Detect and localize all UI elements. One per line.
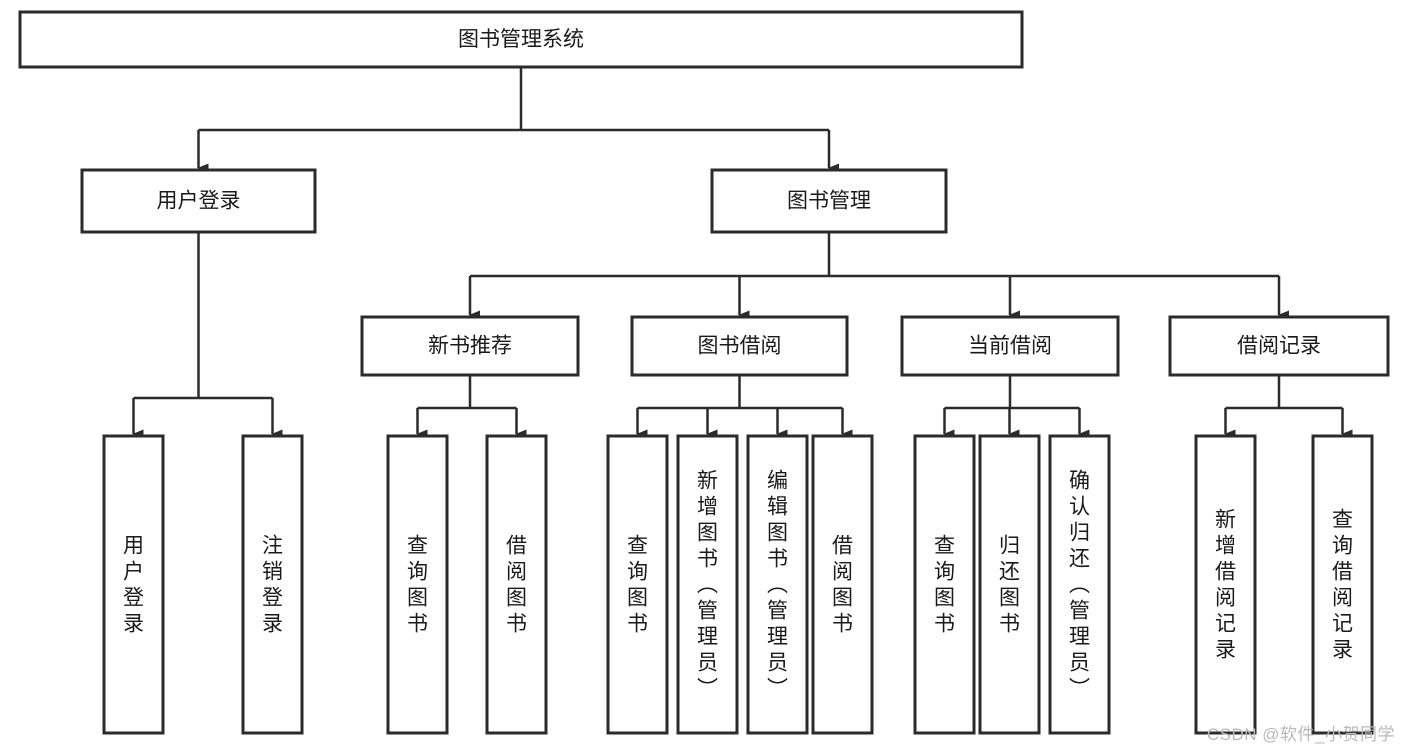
leaf-node-label: 查询图书 — [934, 535, 955, 636]
leaf-node-label: 归还图书 — [999, 535, 1020, 636]
leaf-node-label: 新增图书︵管理员︶ — [697, 470, 718, 701]
level2-node-2[interactable]: 图书管理 — [710, 168, 948, 234]
leaf-node-8[interactable]: 借阅图书 — [811, 434, 874, 735]
leaf-node-label: 编辑图书︵管理员︶ — [767, 470, 788, 701]
leaf-node-box[interactable] — [102, 434, 165, 735]
level3-node-4[interactable]: 借阅记录 — [1168, 315, 1390, 377]
leaf-node-box[interactable] — [241, 434, 304, 735]
level2-node-box[interactable] — [80, 168, 317, 234]
leaf-node-2[interactable]: 注销登录 — [241, 434, 304, 735]
level2-node-box[interactable] — [710, 168, 948, 234]
level3-node-label: 借阅记录 — [1237, 335, 1321, 358]
level2-node-label: 用户登录 — [157, 190, 241, 213]
level3-node-2[interactable]: 图书借阅 — [630, 315, 849, 377]
leaf-node-label: 新增借阅记录 — [1215, 509, 1236, 662]
leaf-node-3[interactable]: 查询图书 — [386, 434, 449, 735]
leaf-node-9[interactable]: 查询图书 — [913, 434, 976, 735]
leaf-node-label: 查询图书 — [407, 535, 428, 636]
leaf-node-6[interactable]: 新增图书︵管理员︶ — [676, 434, 739, 735]
leaf-node-4[interactable]: 借阅图书 — [485, 434, 548, 735]
level2-node-label: 图书管理 — [787, 190, 871, 213]
leaf-node-box[interactable] — [913, 434, 976, 735]
level3-node-box[interactable] — [900, 315, 1120, 377]
level3-node-1[interactable]: 新书推荐 — [360, 315, 580, 377]
leaf-node-box[interactable] — [1311, 434, 1374, 735]
leaf-node-label: 借阅图书 — [832, 535, 853, 636]
leaf-node-box[interactable] — [386, 434, 449, 735]
connector-lines — [132, 67, 1353, 439]
level2-node-1[interactable]: 用户登录 — [80, 168, 317, 234]
level3-node-label: 当前借阅 — [968, 335, 1052, 358]
leaf-node-13[interactable]: 查询借阅记录 — [1311, 434, 1374, 735]
leaf-node-1[interactable]: 用户登录 — [102, 434, 165, 735]
leaf-node-11[interactable]: 确认归还︵管理员︶ — [1048, 434, 1111, 735]
leaf-node-label: 用户登录 — [123, 535, 144, 636]
leaf-node-box[interactable] — [606, 434, 669, 735]
level3-node-label: 新书推荐 — [428, 335, 512, 358]
leaf-node-box[interactable] — [1194, 434, 1257, 735]
leaf-node-label: 借阅图书 — [506, 535, 527, 636]
level3-node-box[interactable] — [630, 315, 849, 377]
leaf-node-7[interactable]: 编辑图书︵管理员︶ — [746, 434, 809, 735]
level3-node-box[interactable] — [1168, 315, 1390, 377]
leaf-node-box[interactable] — [811, 434, 874, 735]
leaf-node-label: 确认归还︵管理员︶ — [1069, 470, 1090, 701]
root-node-box[interactable] — [18, 10, 1024, 69]
watermark-text: CSDN @软件_小贺同学 — [1206, 725, 1395, 744]
level3-node-label: 图书借阅 — [698, 335, 782, 358]
leaf-node-box[interactable] — [676, 434, 739, 735]
leaf-node-box[interactable] — [746, 434, 809, 735]
root-node-1[interactable]: 图书管理系统 — [18, 10, 1024, 69]
root-node-label: 图书管理系统 — [458, 28, 584, 51]
level3-node-box[interactable] — [360, 315, 580, 377]
leaf-node-label: 查询借阅记录 — [1332, 509, 1353, 662]
level3-node-3[interactable]: 当前借阅 — [900, 315, 1120, 377]
leaf-node-box[interactable] — [485, 434, 548, 735]
leaf-node-10[interactable]: 归还图书 — [978, 434, 1041, 735]
node-group: 图书管理系统用户登录图书管理新书推荐图书借阅当前借阅借阅记录用户登录注销登录查询… — [18, 10, 1390, 735]
leaf-node-box[interactable] — [978, 434, 1041, 735]
leaf-node-5[interactable]: 查询图书 — [606, 434, 669, 735]
leaf-node-label: 查询图书 — [627, 535, 648, 636]
leaf-node-label: 注销登录 — [262, 535, 283, 636]
leaf-node-box[interactable] — [1048, 434, 1111, 735]
leaf-node-12[interactable]: 新增借阅记录 — [1194, 434, 1257, 735]
